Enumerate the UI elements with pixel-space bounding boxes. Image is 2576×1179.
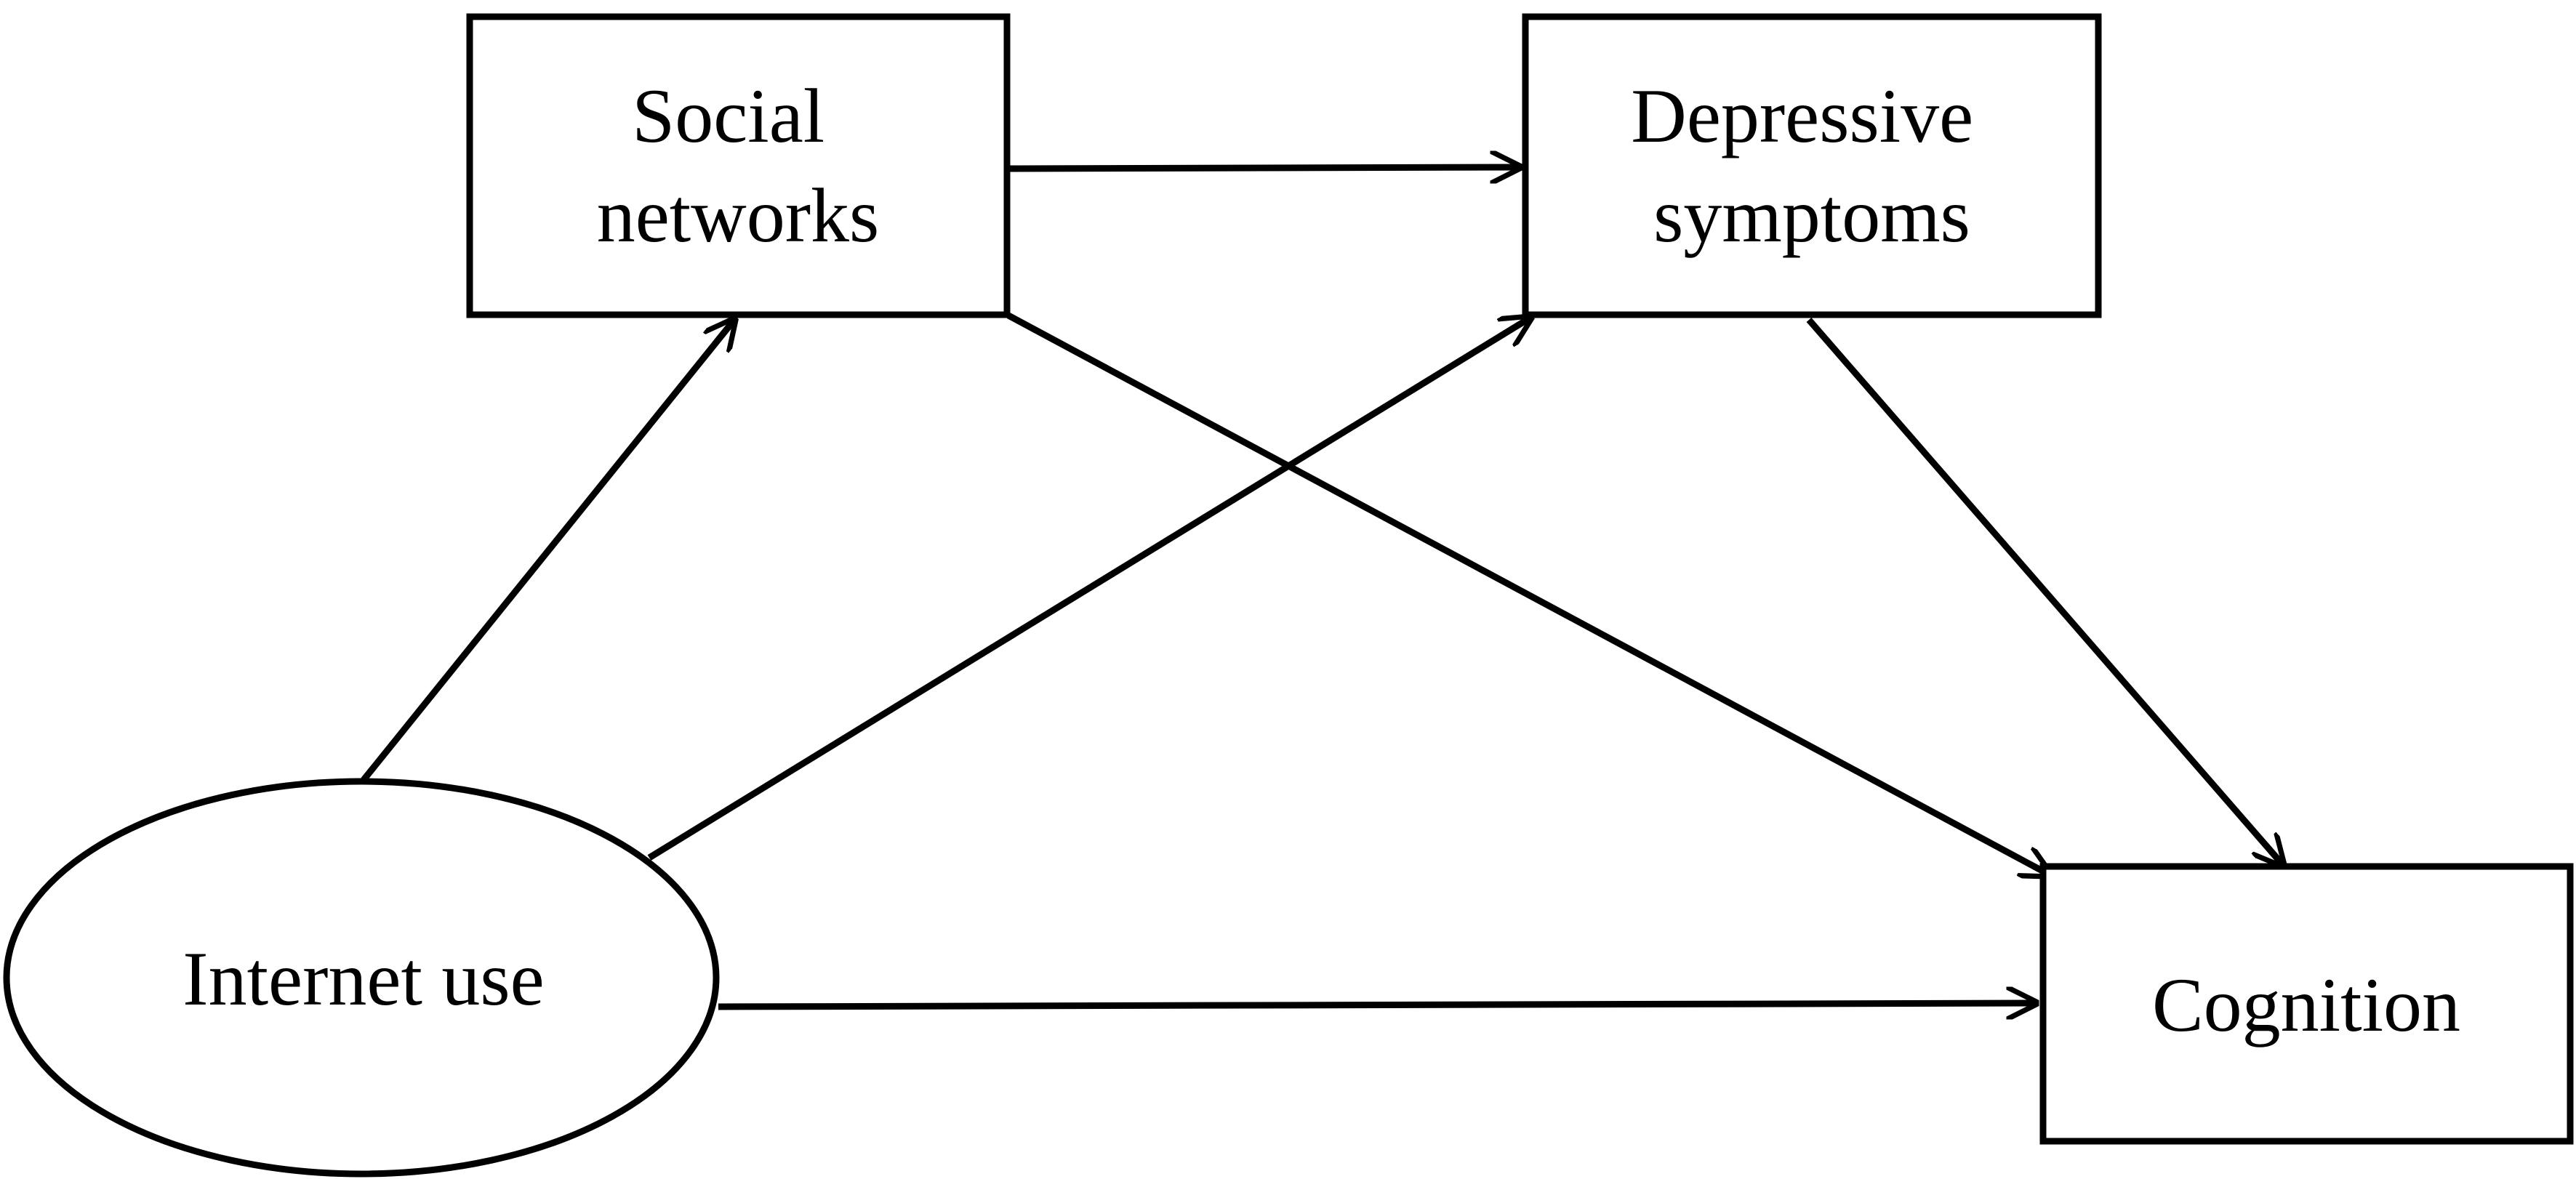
social-networks-box	[466, 13, 1011, 318]
edge-depressive-symptoms-to-cognition	[1806, 318, 2283, 865]
internet-use-label: Internet use	[182, 936, 544, 1021]
depressive-symptoms-label: Depressive symptoms	[1631, 73, 1992, 258]
node-depressive-symptoms: Depressive symptoms	[1522, 13, 2102, 318]
node-cognition: Cognition	[2039, 863, 2574, 1145]
depressive-symptoms-box	[1522, 13, 2102, 318]
internet-use-label-line-1: Internet use	[182, 936, 544, 1021]
cognition-label: Cognition	[2152, 962, 2460, 1047]
internet-use-ellipse	[3, 778, 720, 1178]
node-internet-use: Internet use	[3, 778, 720, 1178]
depressive-symptoms-label-line-2: symptoms	[1653, 173, 1970, 258]
cognition-box	[2039, 863, 2574, 1145]
social-networks-label-line-2: networks	[597, 173, 880, 258]
edge-internet-use-to-depressive-symptoms	[647, 318, 1530, 861]
edge-internet-use-to-social-networks	[361, 320, 734, 782]
cognition-label-line-1: Cognition	[2152, 962, 2460, 1047]
social-networks-label: Social networks	[597, 73, 880, 258]
social-networks-label-line-1: Social	[632, 73, 824, 158]
edge-social-networks-to-cognition	[1006, 313, 2050, 875]
edges	[361, 167, 2283, 1007]
depressive-symptoms-label-line-1: Depressive	[1631, 73, 1973, 158]
node-social-networks: Social networks	[466, 13, 1011, 318]
edge-internet-use-to-cognition	[718, 1003, 2036, 1007]
edge-social-networks-to-depressive-symptoms	[1008, 167, 1520, 169]
